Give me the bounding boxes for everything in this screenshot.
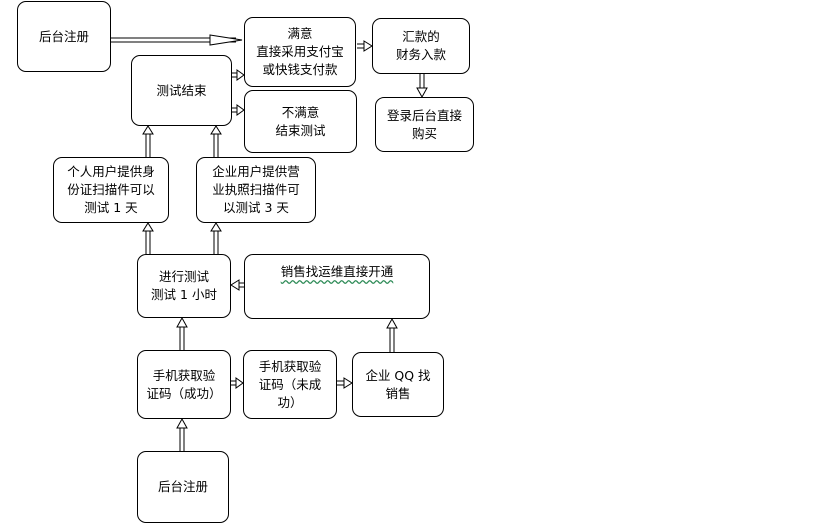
arrow-phoneok-to-phonefail [231,377,244,389]
node-phone-code-fail: 手机获取验 证码（未成 功） [243,350,337,419]
arrow-remit-to-login [416,74,428,99]
arrow-testend-to-unsatisfied [232,104,245,116]
arrow-phoneok-to-testhour [176,316,188,350]
arrow-sales-to-testhour [230,279,244,291]
node-personal-user: 个人用户提供身 份证扫描件可以 测试 1 天 [53,157,169,223]
node-remit-finance: 汇款的 财务入款 [372,18,470,74]
node-register-bottom: 后台注册 [137,451,229,523]
node-satisfied-pay-text: 满意 直接采用支付宝 或快钱支付款 [256,26,344,77]
arrow-enterprise-to-testend [210,125,222,157]
arrow-reg-to-satisfied [111,34,243,46]
node-sales-open-text: 销售找运维直接开通 [280,264,394,279]
node-test-end: 测试结束 [131,55,232,126]
arrow-testend-to-satisfied [232,69,245,81]
arrow-satisfied-to-remit [357,40,373,52]
node-unsatisfied: 不满意 结束测试 [244,90,357,153]
node-enterprise-user: 企业用户提供营 业执照扫描件可 以测试 3 天 [196,157,316,223]
arrow-phonefail-to-qq [337,377,353,389]
node-register-top: 后台注册 [17,1,111,72]
node-login-buy: 登录后台直接 购买 [375,97,474,152]
arrow-personal-to-testend [142,125,154,157]
node-satisfied-pay: 满意 直接采用支付宝 或快钱支付款 [244,17,356,87]
node-sales-open: 销售找运维直接开通 [244,254,430,319]
arrow-testhour-to-enterprise [210,222,222,254]
node-phone-code-success: 手机获取验 证码（成功） [137,350,231,419]
arrow-regbottom-to-phoneok [176,417,188,451]
node-test-one-hour: 进行测试 测试 1 小时 [137,254,231,318]
arrow-testhour-to-personal [142,222,154,254]
arrow-qq-to-sales [386,317,398,352]
node-qq-sales: 企业 QQ 找 销售 [352,352,444,417]
